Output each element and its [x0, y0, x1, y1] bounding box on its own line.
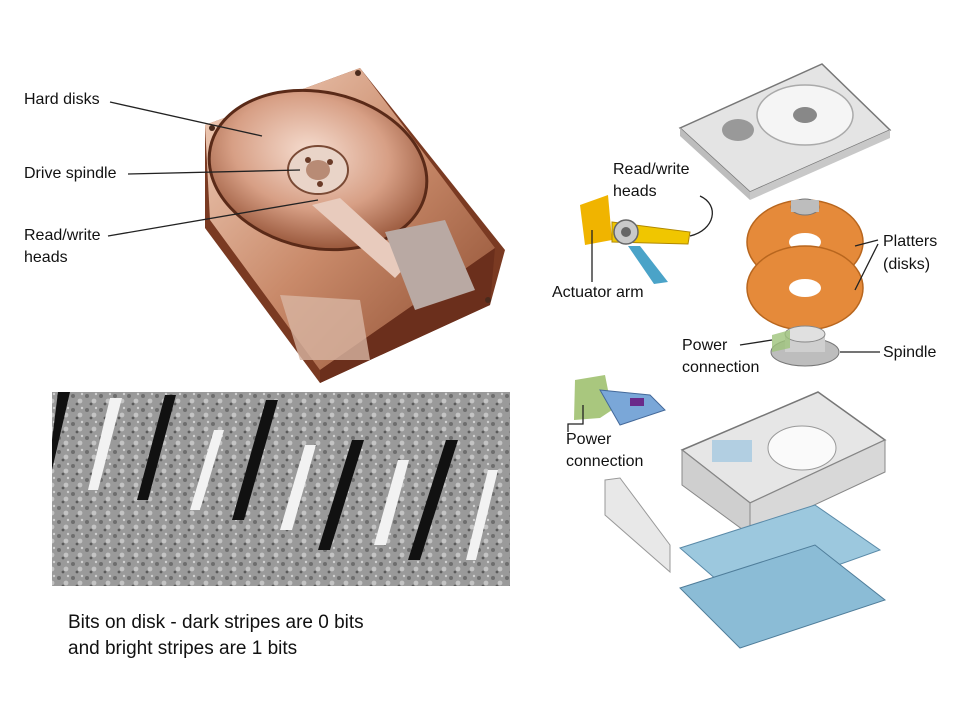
label-platters-line2: (disks): [883, 256, 931, 273]
label-power-bottom-line2: connection: [566, 453, 644, 470]
actuator-arm: [580, 195, 612, 245]
label-drive-spindle: Drive spindle: [24, 165, 117, 182]
leader-line-power-top: [739, 339, 773, 346]
circuit-board-2: [679, 544, 887, 649]
label-actuator-arm: Actuator arm: [552, 284, 644, 301]
magnetic-bits-image: [52, 392, 510, 586]
bits-caption: Bits on disk - dark stripes are 0 bits a…: [68, 610, 364, 662]
label-rw-heads-line1: Read/write: [613, 161, 690, 178]
bits-caption-line1: Bits on disk - dark stripes are 0 bits: [68, 612, 364, 633]
label-power-line1: Power: [682, 337, 728, 354]
label-rw-heads-line2: heads: [613, 183, 657, 200]
label-spindle: Spindle: [883, 344, 937, 361]
label-read-write-heads-line2: heads: [24, 249, 68, 266]
leader-line-read-write: [107, 199, 319, 237]
leader-line-power-bottom: [567, 405, 584, 432]
hard-drive-photo: [205, 68, 505, 383]
bits-caption-line2: and bright stripes are 1 bits: [68, 638, 298, 659]
label-hard-disks: Hard disks: [24, 91, 100, 108]
leader-line-drive-spindle: [127, 169, 301, 175]
label-read-write-heads-line1: Read/write: [24, 227, 101, 244]
exploded-drive-diagram: [574, 63, 892, 649]
leader-line-platters-2: [854, 243, 879, 291]
leader-line-hard-disks: [109, 101, 263, 137]
label-power-line2: connection: [682, 359, 760, 376]
leader-line-rw-heads: [689, 195, 713, 237]
label-power-bottom-line1: Power: [566, 431, 612, 448]
leader-line-platters-1: [854, 239, 879, 247]
label-platters-line1: Platters: [883, 233, 938, 250]
